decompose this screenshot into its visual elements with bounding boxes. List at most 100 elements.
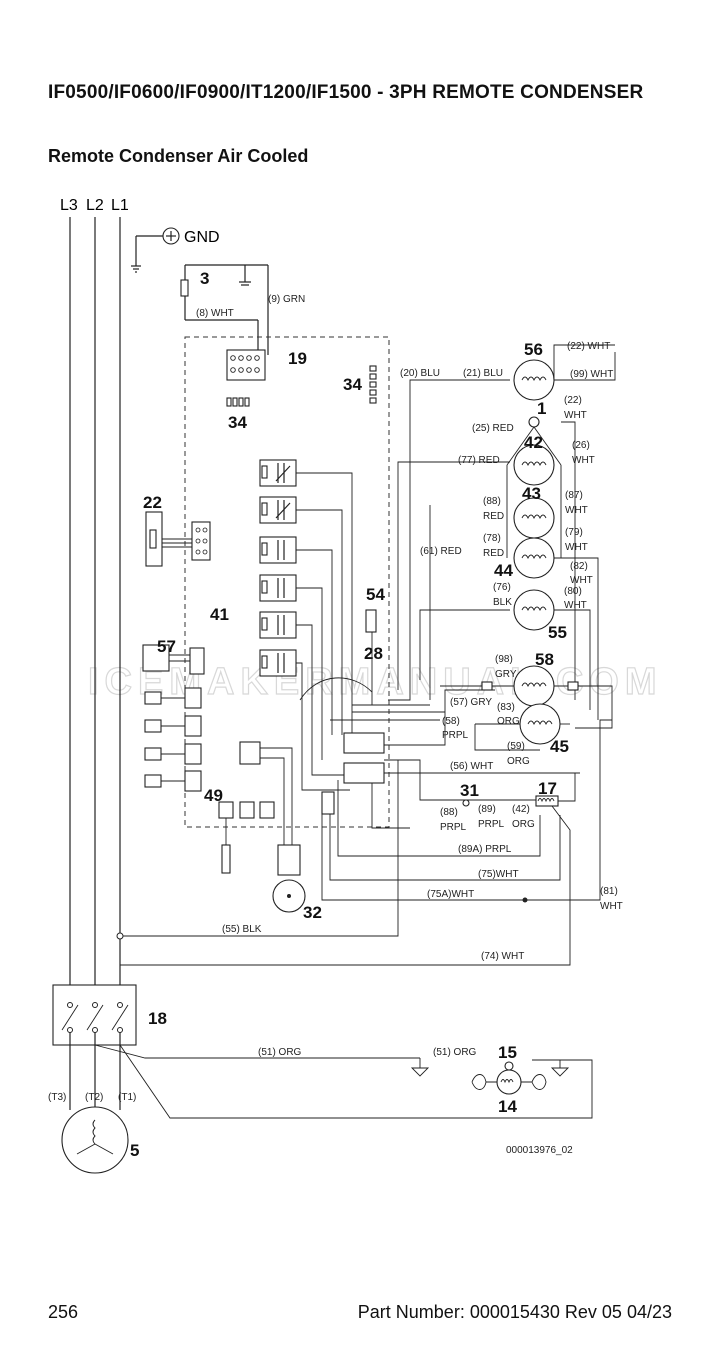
drawing-number: 000013976_02 <box>506 1145 573 1156</box>
wire-42-a: (42) <box>512 804 530 815</box>
component-28-label: 28 <box>364 644 383 663</box>
component-57-sensor <box>142 644 170 672</box>
wire-98-b: GRY <box>495 669 517 680</box>
wire-76-b: BLK <box>493 597 512 608</box>
wire-42-b: ORG <box>512 819 535 830</box>
page-title: IF0500/IF0600/IF0900/IT1200/IF1500 - 3PH… <box>48 82 644 103</box>
control-board-outline <box>184 336 390 828</box>
component-32-pump <box>277 844 301 876</box>
wire-83-b: ORG <box>497 716 520 727</box>
wire-83-a: (83) <box>497 702 515 713</box>
wire-51-org-a: (51) ORG <box>258 1047 302 1058</box>
page-number: 256 <box>48 1302 79 1322</box>
line-l1-label: L1 <box>111 197 129 214</box>
component-43-label: 43 <box>522 484 541 503</box>
terminal-t3: (T3) <box>48 1092 66 1103</box>
wire-22-wht-top: (22) WHT <box>567 341 610 352</box>
component-41-label: 41 <box>210 605 229 624</box>
component-45-label: 45 <box>550 737 569 756</box>
line-l3-label: L3 <box>60 197 78 214</box>
wire-88-a: (88) <box>483 496 501 507</box>
component-44-label: 44 <box>494 561 513 580</box>
wire-58-b: PRPL <box>442 730 469 741</box>
wire-8-wht: (8) WHT <box>196 308 234 319</box>
wire-77-red: (77) RED <box>458 455 500 466</box>
wire-87-b: WHT <box>565 505 588 516</box>
wire-99-wht: (99) WHT <box>570 369 613 380</box>
wire-75-wht: (75)WHT <box>478 869 519 880</box>
component-22-label: 22 <box>143 493 162 512</box>
wire-88p-a: (88) <box>440 807 458 818</box>
wire-88-b: RED <box>483 511 504 522</box>
component-34-label-a: 34 <box>228 413 247 432</box>
wire-79-a: (79) <box>565 527 583 538</box>
wire-25-red: (25) RED <box>472 423 514 434</box>
wire-80-b: WHT <box>564 600 587 611</box>
terminal-t1: (T1) <box>118 1092 136 1103</box>
wire-80-a: (80) <box>564 586 582 597</box>
component-56-label: 56 <box>524 340 543 359</box>
side-connectors <box>144 687 202 792</box>
wire-81-b: WHT <box>600 901 623 912</box>
wire-88p-b: PRPL <box>440 822 467 833</box>
gnd-label: GND <box>184 229 220 246</box>
component-34-label-b: 34 <box>343 375 362 394</box>
wire-89-a: (89) <box>478 804 496 815</box>
wire-21-blu: (21) BLU <box>463 368 503 379</box>
wire-76-a: (76) <box>493 582 511 593</box>
wire-61-red: (61) RED <box>420 546 462 557</box>
component-31-label: 31 <box>460 781 479 800</box>
component-54-label: 54 <box>366 585 385 604</box>
wire-79-b: WHT <box>565 542 588 553</box>
wire-78-a: (78) <box>483 533 501 544</box>
component-5-motor <box>61 1106 129 1174</box>
wire-89-b: PRPL <box>478 819 505 830</box>
component-58-label: 58 <box>535 650 554 669</box>
wire-58-a: (58) <box>442 716 460 727</box>
component-1-label: 1 <box>537 399 546 418</box>
component-18-label: 18 <box>148 1009 167 1028</box>
line-l2-label: L2 <box>86 197 104 214</box>
component-55-label: 55 <box>548 623 567 642</box>
component-32-label: 32 <box>303 903 322 922</box>
component-5-label: 5 <box>130 1141 139 1160</box>
wire-89a-prpl: (89A) PRPL <box>458 844 512 855</box>
wire-59-a: (59) <box>507 741 525 752</box>
component-3-label: 3 <box>200 269 209 288</box>
component-17-label: 17 <box>538 779 557 798</box>
component-49-label: 49 <box>204 786 223 805</box>
wire-81-a: (81) <box>600 886 618 897</box>
wire-20-blu: (20) BLU <box>400 368 440 379</box>
relay-group <box>259 459 297 677</box>
wire-98-a: (98) <box>495 654 513 665</box>
component-54 <box>365 609 377 633</box>
wire-26-b: WHT <box>572 455 595 466</box>
wire-26-a: (26) <box>572 440 590 451</box>
wire-82-b: WHT <box>570 575 593 586</box>
component-15-label: 15 <box>498 1043 517 1062</box>
page-subtitle: Remote Condenser Air Cooled <box>48 146 309 166</box>
component-19-label: 19 <box>288 349 307 368</box>
wire-87-a: (87) <box>565 490 583 501</box>
wire-78-b: RED <box>483 548 504 559</box>
component-14-label: 14 <box>498 1097 517 1116</box>
connector-34-left <box>226 397 250 407</box>
component-42-label: 42 <box>524 433 543 452</box>
wire-74-wht: (74) WHT <box>481 951 524 962</box>
part-number: Part Number: 000015430 Rev 05 04/23 <box>357 1302 672 1322</box>
component-57-label: 57 <box>157 637 176 656</box>
ground-symbol <box>131 227 180 273</box>
wire-51-org-b: (51) ORG <box>433 1047 477 1058</box>
wire-82-a: (82) <box>570 561 588 572</box>
wire-56-wht: (56) WHT <box>450 761 493 772</box>
wire-9-grn: (9) GRN <box>268 294 305 305</box>
wire-22-b: WHT <box>564 410 587 421</box>
wire-22-a: (22) <box>564 395 582 406</box>
wire-75a-wht: (75A)WHT <box>427 889 474 900</box>
connector-34-right <box>369 365 377 404</box>
wire-55-blk: (55) BLK <box>222 924 262 935</box>
wire-59-b: ORG <box>507 756 530 767</box>
terminal-t2: (T2) <box>85 1092 103 1103</box>
connector-19 <box>226 349 266 381</box>
